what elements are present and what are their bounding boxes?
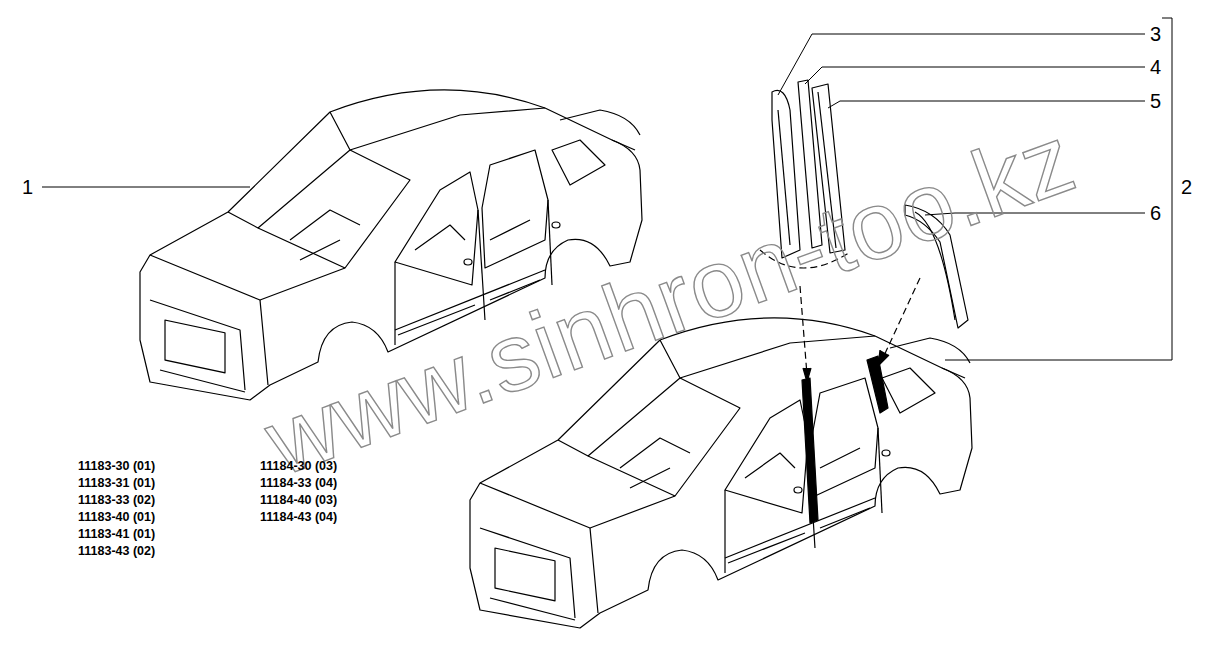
model-code: 11183-33 (02) xyxy=(78,494,155,507)
model-code: 11184-33 (04) xyxy=(260,477,337,490)
model-code: 11184-43 (04) xyxy=(260,511,337,524)
callout-number: 3 xyxy=(1150,24,1161,44)
model-code: 11184-40 (03) xyxy=(260,494,337,507)
model-code: 11183-31 (01) xyxy=(78,477,155,490)
callout-number: 5 xyxy=(1150,91,1161,111)
watermark: www.sinhron-too.kz xyxy=(254,109,1086,490)
model-code: 11184-30 (03) xyxy=(260,460,337,473)
callout-number: 1 xyxy=(22,177,33,197)
model-code: 11183-40 (01) xyxy=(78,511,155,524)
model-code: 11183-41 (01) xyxy=(78,528,155,541)
model-code: 11183-30 (01) xyxy=(78,460,155,473)
callout-number: 4 xyxy=(1150,57,1161,77)
callout-number: 2 xyxy=(1181,177,1192,197)
callout-number: 6 xyxy=(1150,203,1161,223)
model-code: 11183-43 (02) xyxy=(78,545,155,558)
